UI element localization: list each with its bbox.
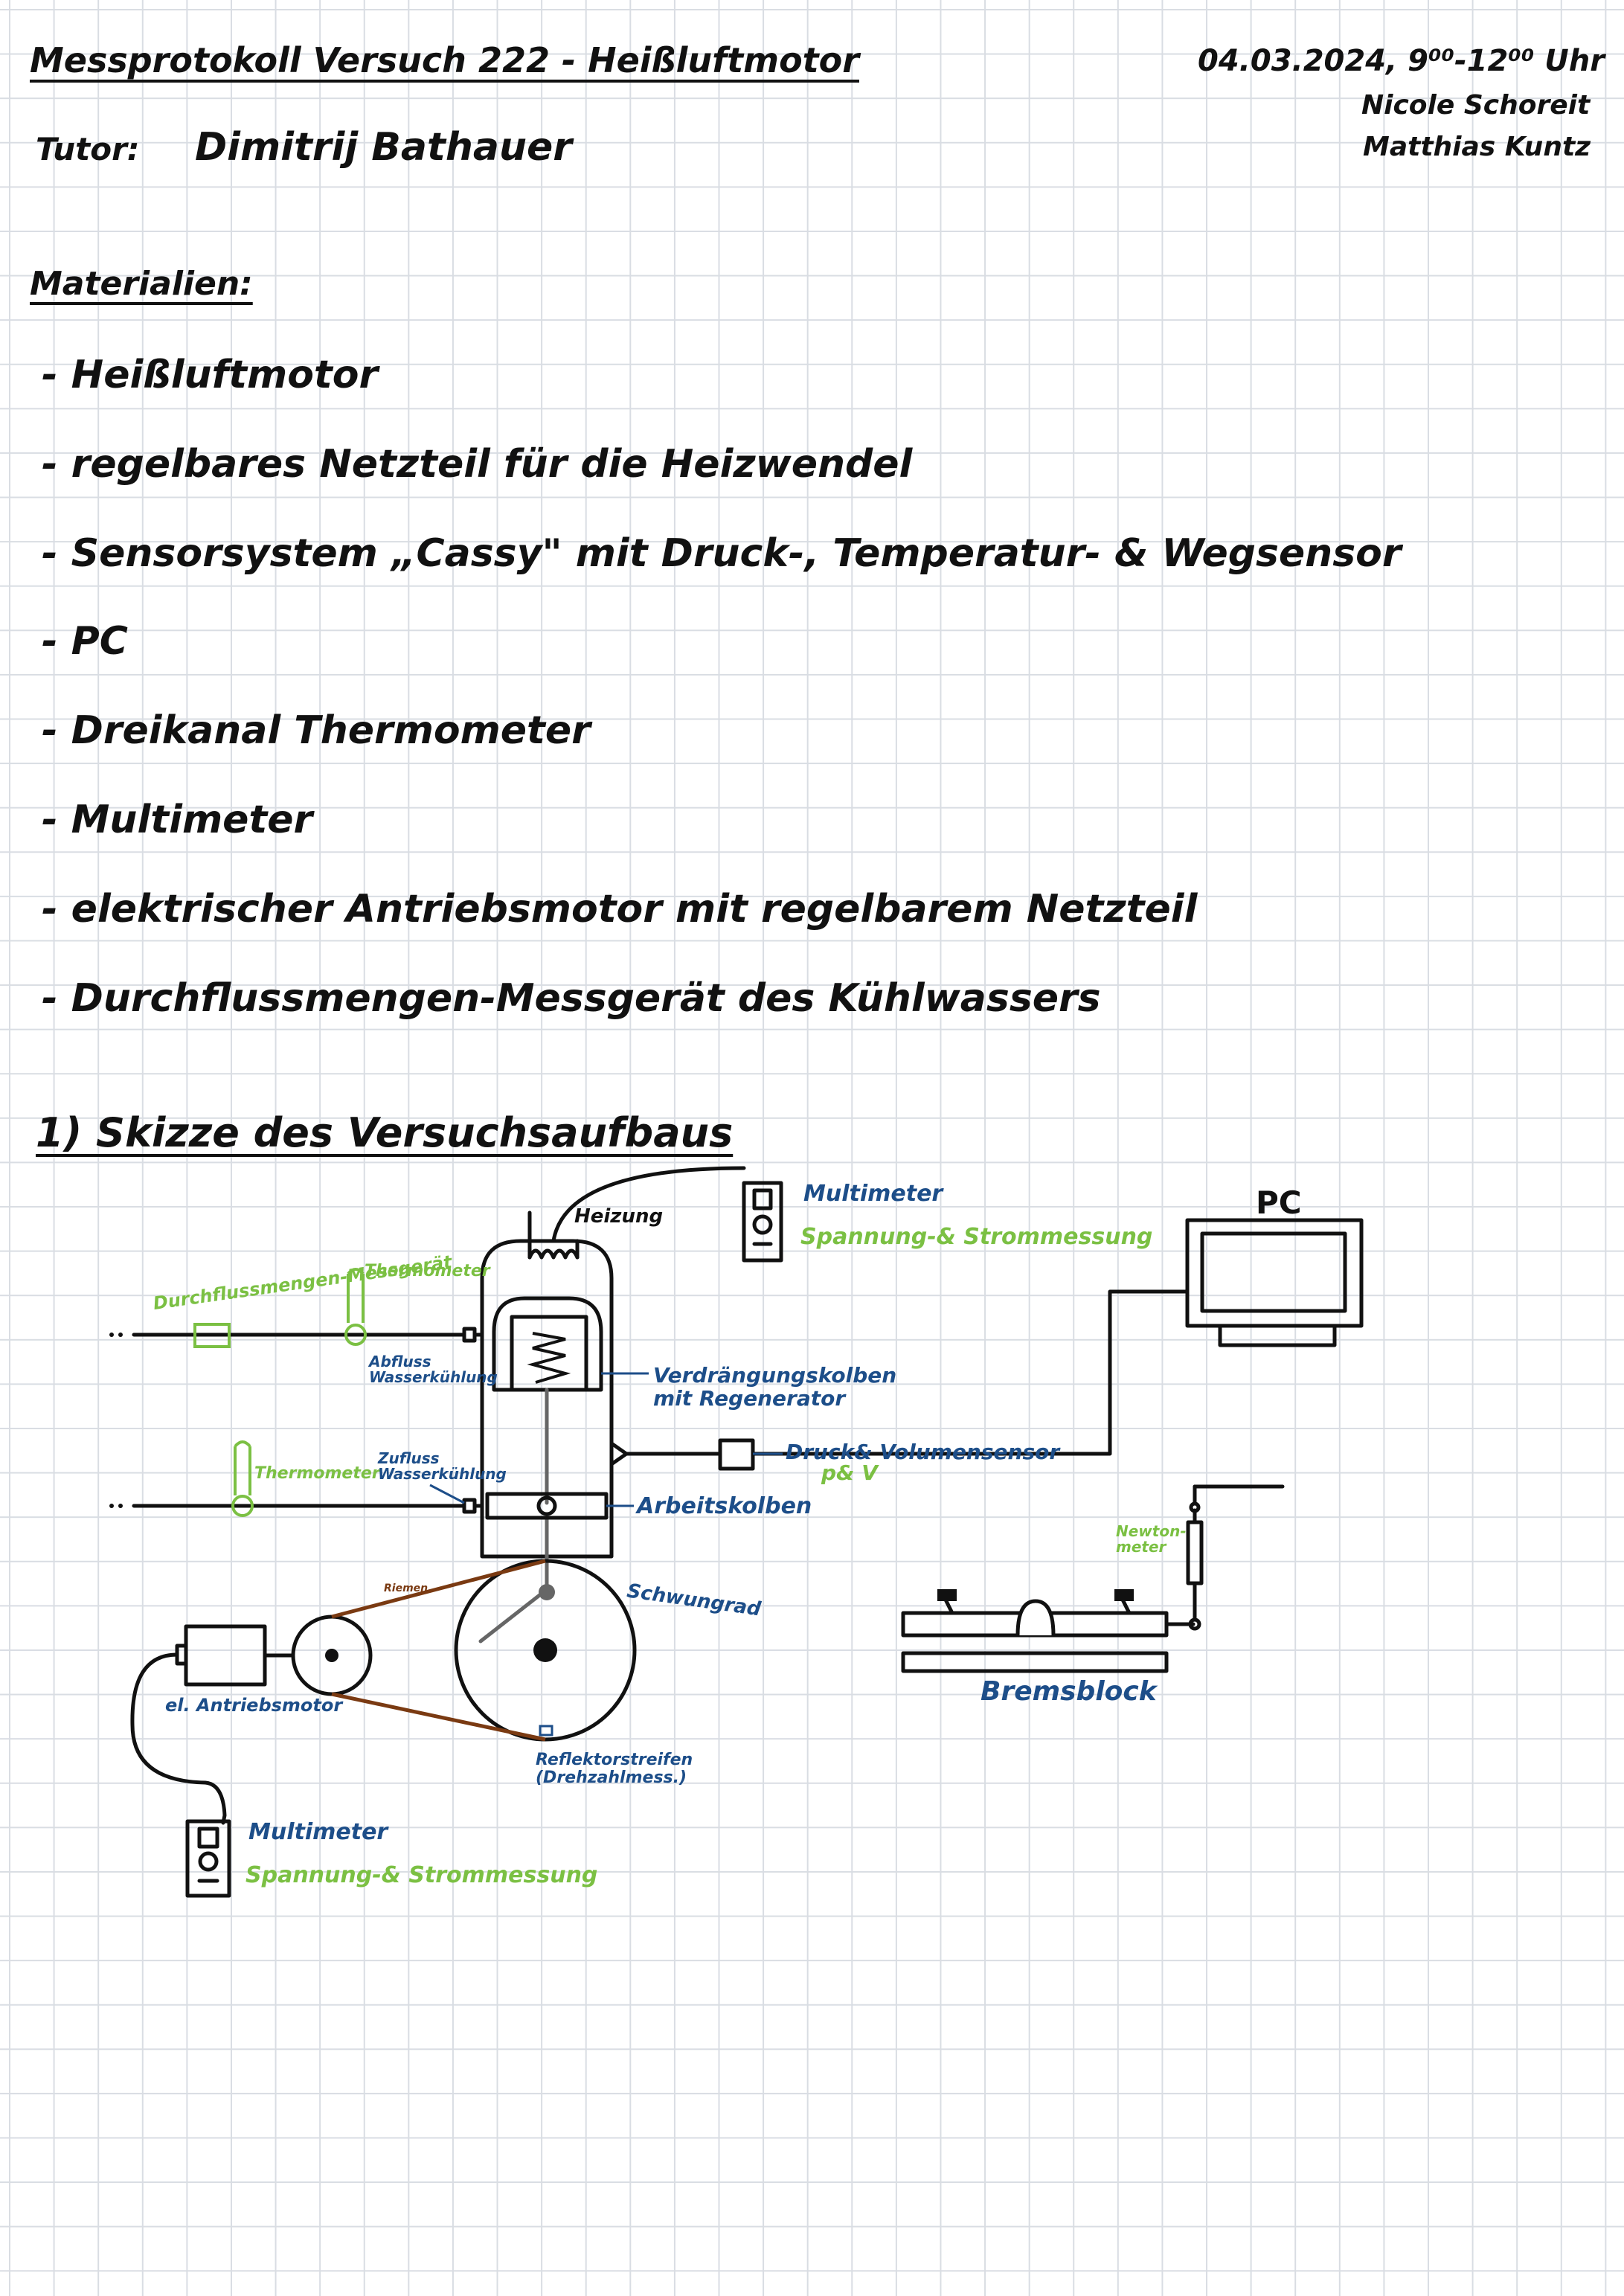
tutor-label: Tutor: xyxy=(36,131,140,167)
author-name: Nicole Schoreit xyxy=(1361,90,1591,121)
arbeitskolben-label: Arbeitskolben xyxy=(637,1493,812,1519)
thermometer-top-label: Thermometer xyxy=(365,1262,490,1280)
abfluss-label: Abfluss Wasserkühlung xyxy=(369,1353,498,1386)
multimeter-top-label: Multimeter xyxy=(803,1181,943,1207)
newtonmeter-label: Newton-meter xyxy=(1116,1522,1187,1556)
multimeter-bottom-label: Multimeter xyxy=(248,1819,388,1845)
materials-item: - Multimeter xyxy=(42,798,313,842)
materials-item: - elektrischer Antriebsmotor mit regelba… xyxy=(42,887,1198,931)
materials-item: - PC xyxy=(42,619,128,664)
section-heading: 1) Skizze des Versuchsaufbaus xyxy=(36,1109,734,1156)
materials-heading: Materialien: xyxy=(30,265,253,303)
multimeter-bottom-sublabel: Spannung-& Strommessung xyxy=(245,1862,598,1888)
el-antriebsmotor-label: el. Antriebsmotor xyxy=(165,1695,343,1716)
thermometer-bottom-label: Thermometer xyxy=(254,1464,380,1483)
page-title: Messprotokoll Versuch 222 - Heißluftmoto… xyxy=(30,40,859,80)
p-v-label: p& V xyxy=(821,1460,878,1485)
druck-sensor-label: Druck& Volumensensor xyxy=(786,1440,1060,1464)
verdraengung-label: Verdrängungskolben mit Regenerator xyxy=(653,1363,897,1411)
thermometer-top-icon xyxy=(347,1268,365,1323)
pressure-volume-sensor xyxy=(718,1438,755,1471)
heating-coil-icon xyxy=(527,1248,580,1260)
displacer-cylinder xyxy=(492,1296,603,1392)
zufluss-label: Zufluss Wasserkühlung xyxy=(378,1449,507,1483)
flowmeter xyxy=(193,1323,231,1348)
newtonmeter xyxy=(1186,1520,1204,1585)
displacer-piston xyxy=(510,1315,588,1392)
reflektor-label: Reflektorstreifen (Drehzahlmess.) xyxy=(536,1751,693,1788)
tutor-name: Dimitrij Bathauer xyxy=(195,125,572,170)
multimeter-top-sublabel: Spannung-& Strommessung xyxy=(800,1224,1153,1250)
riemen-label: Riemen xyxy=(384,1582,429,1594)
materials-item: - Dreikanal Thermometer xyxy=(42,708,591,753)
materials-item: - Sensorsystem „Cassy" mit Druck-, Tempe… xyxy=(42,531,1402,576)
date-time: 04.03.2024, 9⁰⁰-12⁰⁰ Uhr xyxy=(1198,44,1605,78)
multimeter-top xyxy=(742,1181,783,1263)
materials-item: - Heißluftmotor xyxy=(42,353,379,397)
bremsblock-label: Bremsblock xyxy=(981,1676,1157,1707)
brake-block-lower xyxy=(901,1651,1169,1673)
materials-item: - Durchflussmengen-Messgerät des Kühlwas… xyxy=(42,976,1101,1021)
heizung-label: Heizung xyxy=(574,1205,664,1228)
author-name: Matthias Kuntz xyxy=(1363,132,1591,162)
thermometer-bottom-icon xyxy=(234,1440,251,1495)
engine-housing xyxy=(480,1239,614,1559)
pc-label: PC xyxy=(1256,1184,1302,1221)
materials-item: - regelbares Netzteil für die Heizwendel xyxy=(42,442,913,487)
electric-motor xyxy=(184,1624,267,1687)
multimeter-bottom xyxy=(185,1819,231,1898)
